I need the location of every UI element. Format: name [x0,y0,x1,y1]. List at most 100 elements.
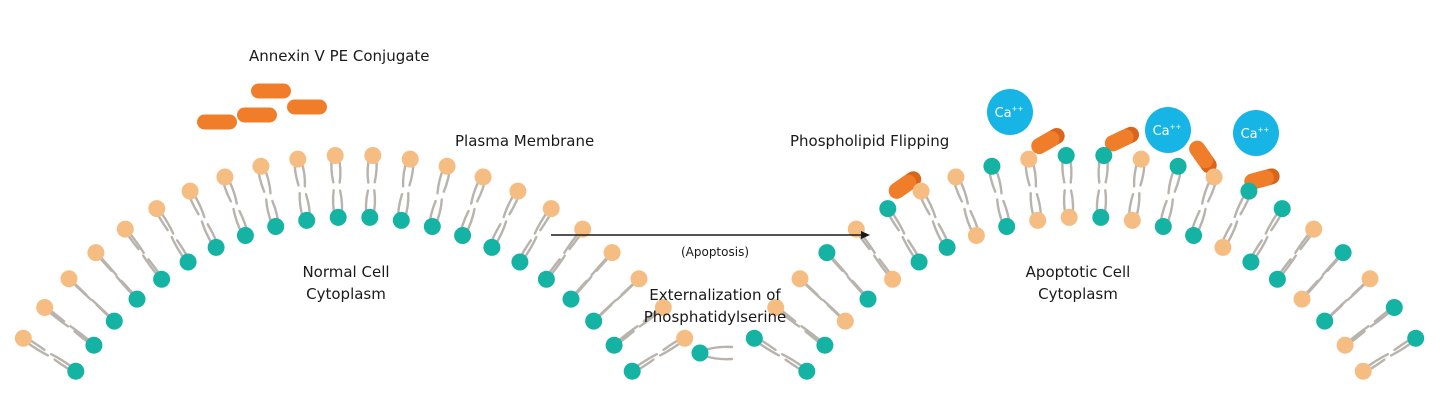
calcium-ion: Ca++ [1233,110,1279,156]
lipid-heads [14,147,1425,380]
apoptotic-outer-head [1240,182,1258,200]
phosphatidylserine-label-line1: Externalization of [649,286,781,304]
apoptotic-inner-head [1185,227,1203,244]
normal-inner-head [361,208,379,226]
apoptotic-outer-head [1334,244,1352,262]
apoptotic-inner-head [1214,238,1232,256]
apoptotic-inner-head [1092,208,1110,226]
normal-outer-head [36,299,54,316]
apoptosis-label: (Apoptosis) [680,245,750,259]
apoptotic-inner-head [910,253,928,271]
normal-outer-head [289,150,307,168]
bound-annexin-molecule [1104,126,1140,152]
apoptotic-inner-head [1354,362,1372,380]
normal-cell-label: Normal Cell Cytoplasm [296,261,396,305]
apoptotic-inner-head [1293,290,1311,308]
normal-inner-head [153,270,171,288]
normal-inner-head [67,362,85,380]
normal-inner-head [179,253,197,271]
apoptotic-cell-label: Apoptotic Cell Cytoplasm [1023,261,1133,305]
calcium-circle [1145,107,1191,153]
normal-outer-head [216,168,234,186]
annexin-molecule [197,114,237,130]
apoptotic-outer-head [1020,150,1038,168]
apoptotic-outer-head [1057,147,1075,164]
normal-inner-head [423,218,441,235]
apoptotic-inner-head [1336,336,1354,354]
apoptotic-outer-head [1305,220,1323,238]
normal-outer-head [364,147,382,164]
apoptotic-inner-head [1316,312,1334,330]
normal-inner-head [392,211,410,229]
normal-inner-head [105,312,123,330]
apoptotic-inner-head [816,336,834,354]
normal-outer-head [60,270,78,288]
process-arrow [551,231,870,239]
apoptotic-inner-head [1060,208,1078,226]
apoptotic-inner-head [1029,211,1047,229]
phospholipid-flipping-label: Phospholipid Flipping [790,132,950,150]
apoptotic-outer-head [1385,299,1403,316]
apoptotic-inner-head [836,312,854,330]
apoptotic-inner-head [1268,270,1286,288]
normal-outer-head [116,220,134,238]
calcium-ion: Ca++ [987,89,1033,135]
apoptotic-outer-head [791,270,809,288]
normal-inner-head [267,218,285,235]
normal-outer-head [181,182,199,200]
apoptotic-outer-head [1095,147,1113,164]
apoptotic-outer-head [1169,157,1187,175]
normal-inner-head [85,336,103,354]
normal-outer-head [326,147,344,164]
apoptotic-outer-head [947,168,965,186]
phosphatidylserine-icon [691,344,734,362]
phosphatidylserine-label: Externalization of Phosphatidylserine [630,284,800,328]
apoptotic-outer-head [1407,329,1425,347]
normal-inner-head [562,290,580,308]
calcium-superscript: ++ [1170,123,1182,131]
apoptotic-inner-head [859,290,877,308]
normal-outer-head [14,329,32,347]
apoptotic-inner-head [938,238,956,256]
normal-cell-label-line2: Cytoplasm [306,285,386,303]
normal-inner-head [537,270,555,288]
normal-outer-head [148,200,166,218]
normal-cell-label-line1: Normal Cell [302,263,390,281]
apoptotic-outer-head [847,220,865,238]
bound-annexin-molecule [1189,140,1217,174]
normal-inner-head [454,227,472,244]
plasma-membrane-label: Plasma Membrane [455,132,595,150]
normal-outer-head [438,157,456,175]
apoptotic-outer-head [1132,150,1150,168]
apoptotic-outer-head [818,244,836,262]
normal-outer-head [542,200,560,218]
apoptotic-inner-head [1123,211,1141,229]
normal-inner-head [329,208,347,226]
calcium-ion: Ca++ [1145,107,1191,153]
legend-head [691,344,709,362]
normal-inner-head [585,312,603,330]
apoptotic-outer-head [983,157,1001,175]
normal-outer-head [87,244,105,262]
apoptotic-inner-head [884,270,902,288]
normal-outer-head [574,220,592,238]
apoptotic-outer-head [745,329,763,347]
apoptotic-inner-head [998,218,1016,235]
apoptotic-outer-head [767,299,785,316]
arrow-head [861,231,870,239]
normal-inner-head [207,238,225,256]
annexin-label: Annexin V PE Conjugate [249,47,430,65]
normal-outer-head [676,329,694,347]
normal-inner-head [511,253,529,271]
normal-outer-head [603,244,621,262]
apoptotic-inner-head [798,362,816,380]
free-annexin-group [197,83,327,130]
apoptotic-outer-head [912,182,930,200]
calcium-circle [987,89,1033,135]
apoptotic-outer-head [879,200,897,218]
legend-tail [703,354,734,361]
apoptotic-inner-head [967,227,985,244]
lipid-tails [20,154,1419,376]
normal-outer-head [401,150,419,168]
